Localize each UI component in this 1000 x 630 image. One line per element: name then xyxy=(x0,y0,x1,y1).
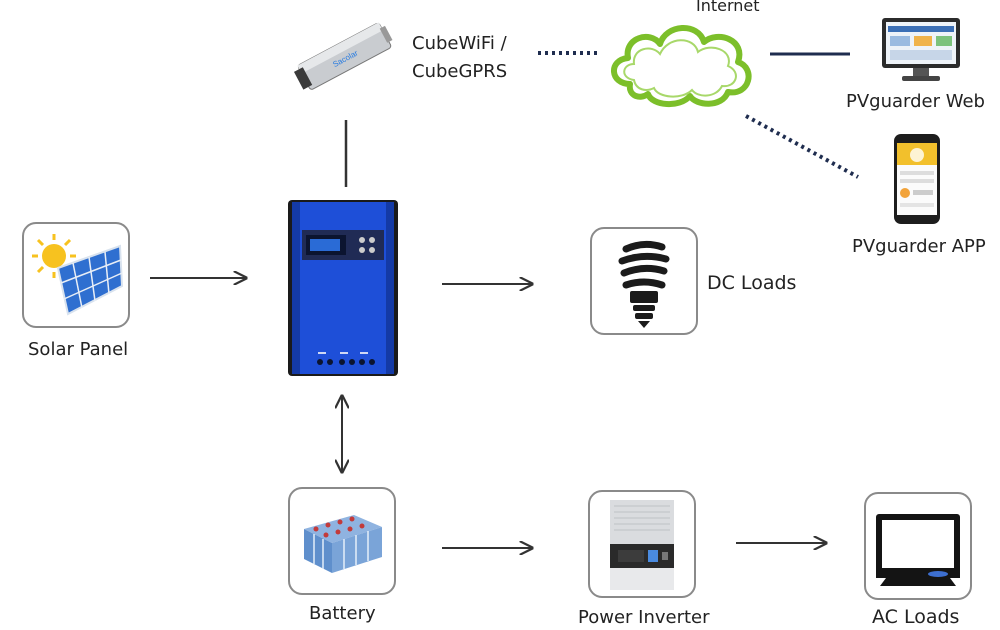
wifi-label-line1: CubeWiFi / xyxy=(412,33,507,54)
solar-charge-controller xyxy=(288,200,398,376)
battery-label: Battery xyxy=(309,603,376,624)
solar-label: Solar Panel xyxy=(28,339,129,360)
internet-cloud-icon xyxy=(600,12,760,112)
inverter-box xyxy=(588,490,696,598)
power-inverter-icon xyxy=(610,500,674,590)
dc-label: DC Loads xyxy=(707,272,797,294)
internet-app-dotted-line xyxy=(745,114,859,179)
dc-loads-box xyxy=(590,227,698,335)
solar-panel-icon xyxy=(32,234,124,316)
tv-icon xyxy=(876,514,960,586)
monitor-icon xyxy=(880,16,962,84)
web-label: PVguarder Web xyxy=(846,91,985,112)
wifi-label-line2: CubeGPRS xyxy=(412,61,508,82)
solar-panel-box xyxy=(22,222,130,328)
cfl-bulb-icon xyxy=(618,240,670,328)
inverter-label: Power Inverter xyxy=(578,607,710,628)
wifi-module-image: Sacolar xyxy=(290,10,400,100)
battery-pack-icon xyxy=(304,515,382,573)
battery-box xyxy=(288,487,396,595)
phone-icon xyxy=(893,133,941,225)
ac-loads-box xyxy=(864,492,972,600)
ac-label: AC Loads xyxy=(872,606,960,628)
internet-label: Internet xyxy=(696,0,760,15)
wifi-label: CubeWiFi / CubeGPRS xyxy=(412,30,507,86)
app-label: PVguarder APP xyxy=(852,236,986,257)
